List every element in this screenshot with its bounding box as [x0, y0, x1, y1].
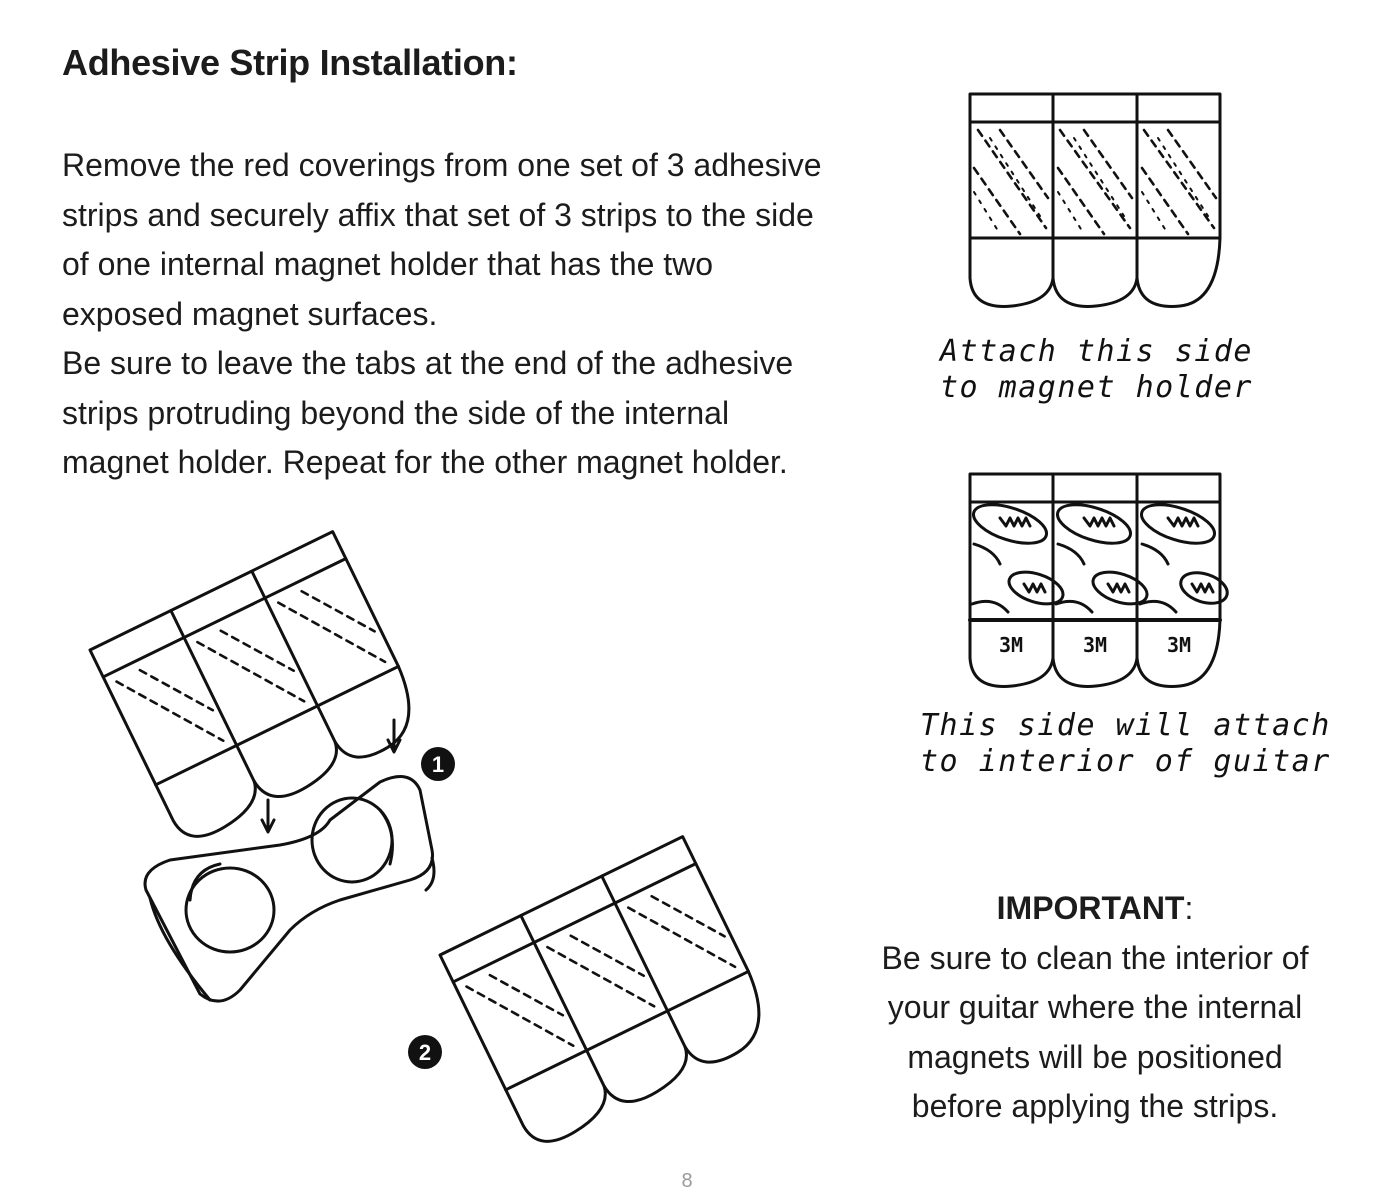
- page-title: Adhesive Strip Installation:: [62, 42, 518, 83]
- installation-steps-illustration: 1 2: [88, 530, 761, 1143]
- adhesive-strips-sticky-side-illustration: [968, 92, 1222, 308]
- caption-line: to magnet holder: [940, 370, 1253, 405]
- strip-label-3m: 3M: [1083, 633, 1107, 657]
- sticky-side-caption: Attach this side to magnet holder: [940, 334, 1253, 406]
- important-heading-suffix: :: [1184, 890, 1194, 926]
- caption-line: Attach this side: [940, 334, 1253, 369]
- paragraph-line: exposed magnet surfaces.: [62, 295, 438, 332]
- strip-label-3m: 3M: [999, 633, 1023, 657]
- important-line: before applying the strips.: [911, 1088, 1279, 1124]
- step-badge-2: 2: [408, 1035, 442, 1069]
- paragraph-line: strips protruding beyond the side of the…: [62, 394, 730, 431]
- important-notice: IMPORTANT: Be sure to clean the interior…: [858, 884, 1332, 1132]
- paragraph-line: magnet holder. Repeat for the other magn…: [62, 444, 788, 480]
- paragraph-line: strips and securely affix that set of 3 …: [62, 196, 814, 233]
- adhesive-strips-3m-side-illustration: 3M 3M 3M: [968, 472, 1229, 688]
- paragraph-line: of one internal magnet holder that has t…: [62, 246, 714, 282]
- paragraph-line: Be sure to leave the tabs at the end of …: [62, 345, 794, 381]
- important-line: your guitar where the internal: [887, 989, 1303, 1025]
- 3m-side-caption: This side will attach to interior of gui…: [920, 708, 1331, 780]
- important-heading: IMPORTANT: [996, 890, 1185, 926]
- step-badge-number: 1: [432, 752, 444, 777]
- caption-line: This side will attach: [920, 708, 1331, 743]
- page-number: 8: [681, 1170, 693, 1192]
- paragraph-line: Remove the red coverings from one set of…: [62, 147, 822, 183]
- strip-label-3m: 3M: [1167, 633, 1191, 657]
- step-badge-number: 2: [419, 1040, 431, 1065]
- important-line: Be sure to clean the interior of: [881, 939, 1309, 976]
- important-line: magnets will be positioned: [907, 1038, 1283, 1075]
- caption-line: to interior of guitar: [920, 744, 1331, 779]
- instruction-paragraph-1: Remove the red coverings from one set of…: [62, 141, 882, 339]
- important-heading-line: IMPORTANT:: [858, 884, 1332, 934]
- instruction-paragraph-2: Be sure to leave the tabs at the end of …: [62, 339, 882, 488]
- step-badge-1: 1: [421, 747, 455, 781]
